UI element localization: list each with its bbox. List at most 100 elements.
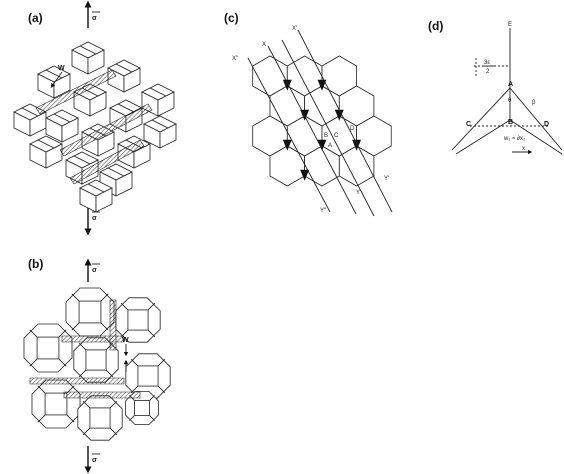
grain-facet <box>21 107 39 117</box>
panel-b-label: (b) <box>28 257 43 271</box>
grain-center-face <box>44 392 68 416</box>
grain-edge <box>29 329 38 338</box>
label-y2: Y'' <box>320 208 326 214</box>
frac-den: 2 <box>486 69 490 75</box>
grain-edge <box>157 358 166 367</box>
sigma-label-a-bottom: σ <box>92 215 97 222</box>
label-beta: β <box>532 100 536 106</box>
grain-facet <box>87 183 105 193</box>
grain-structure-b <box>23 287 171 441</box>
grain <box>37 65 71 99</box>
grain-center-face <box>36 336 60 360</box>
stress-arrow-top-a: σ <box>84 0 100 28</box>
sigma-label-a-top: σ <box>92 15 97 22</box>
grain-right-face <box>89 91 107 117</box>
junction-triangle <box>300 169 310 181</box>
label-a: A <box>508 81 513 88</box>
grain <box>115 297 161 343</box>
junction-triangle <box>282 139 292 151</box>
junction-triangle <box>352 139 362 151</box>
panel-c-label: (c) <box>224 11 239 25</box>
w-label-a: W <box>58 65 65 72</box>
label-b: B <box>508 119 513 126</box>
grain-right-face <box>45 143 63 169</box>
grain-facet <box>79 45 97 55</box>
panel-d-label: (d) <box>428 19 443 33</box>
w-marker-b: W <box>122 337 129 372</box>
grain-right-face <box>97 131 115 157</box>
boundary-strip <box>61 335 125 343</box>
grain-facet <box>107 167 125 177</box>
grain-right-face <box>87 49 105 75</box>
stress-arrow-bottom-b: σ <box>84 446 100 474</box>
boundary-strip <box>69 139 145 185</box>
boundary-strip <box>35 69 117 115</box>
grain-edge <box>105 369 114 378</box>
label-x-axis: x <box>522 146 525 152</box>
grain-edge <box>157 385 166 394</box>
grain <box>79 179 113 213</box>
stress-arrow-top-b: σ <box>84 258 100 282</box>
grain-edge <box>149 395 155 401</box>
label-x2: X'' <box>232 56 238 62</box>
grain <box>143 115 177 149</box>
grain-facet <box>45 69 63 79</box>
grain-facet <box>37 139 55 149</box>
hexagon <box>338 145 375 187</box>
grain-edge <box>58 358 67 367</box>
grain <box>107 59 141 93</box>
grain-edge <box>109 427 118 436</box>
label-w: w₁ ≈ ∂x₂ <box>503 135 526 142</box>
grain-edge <box>129 415 135 421</box>
grain-edge <box>78 342 87 351</box>
grain <box>29 135 63 169</box>
grain-facet <box>115 63 133 73</box>
grain-center-face <box>134 400 150 416</box>
label-pt-d: D <box>350 126 355 132</box>
reference-lines-c <box>247 29 393 217</box>
grain-center-face <box>137 365 159 387</box>
grain-edge <box>29 358 38 367</box>
grain-edge <box>66 414 75 423</box>
label-y: Y <box>356 190 360 196</box>
frac-num: 3ε <box>484 60 490 66</box>
panel-d: (d) E 3ε 2 A θ B C D β w₁ ≈ ∂x₂ x <box>428 19 563 155</box>
panel-a: (a) σ W σ <box>13 0 177 236</box>
grain <box>77 395 123 441</box>
boundary-strip <box>59 103 153 157</box>
grain-edge <box>120 302 129 311</box>
grain <box>141 83 175 117</box>
stress-arrow-bottom-a: σ <box>84 208 100 236</box>
boundary-strip <box>109 299 117 351</box>
grain-edge <box>37 385 46 394</box>
grain <box>31 379 81 429</box>
junction-triangle <box>282 79 292 91</box>
panel-c: (c) X'' X X' Y Y' Y'' B C D A <box>224 11 393 217</box>
grain <box>124 390 160 426</box>
label-e: E <box>508 22 512 28</box>
grain-edge <box>149 415 155 421</box>
grain-center-face <box>78 300 102 324</box>
grain-structure-a <box>13 41 177 213</box>
grain <box>65 287 115 337</box>
label-x: X <box>262 42 266 48</box>
label-theta: θ <box>508 98 512 104</box>
label-x1: X' <box>292 26 297 32</box>
grain-edge <box>58 329 67 338</box>
sigma-label-b-top: σ <box>92 267 97 274</box>
hexagon-array-c <box>252 55 392 187</box>
grain-edge <box>130 358 139 367</box>
grain-edge <box>71 293 80 302</box>
grain-facet <box>151 119 169 129</box>
label-pt-b: B <box>324 133 328 139</box>
boundary-strip <box>29 377 125 385</box>
grain-edge <box>147 302 156 311</box>
grain-right-face <box>133 143 151 169</box>
grain-facet <box>53 113 71 123</box>
grain-facet <box>149 87 167 97</box>
grain-edge <box>37 414 46 423</box>
sigma-label-b-bottom: σ <box>92 457 97 464</box>
grain-edge <box>78 369 87 378</box>
grain-right-face <box>123 67 141 93</box>
grain-edge <box>100 322 109 331</box>
